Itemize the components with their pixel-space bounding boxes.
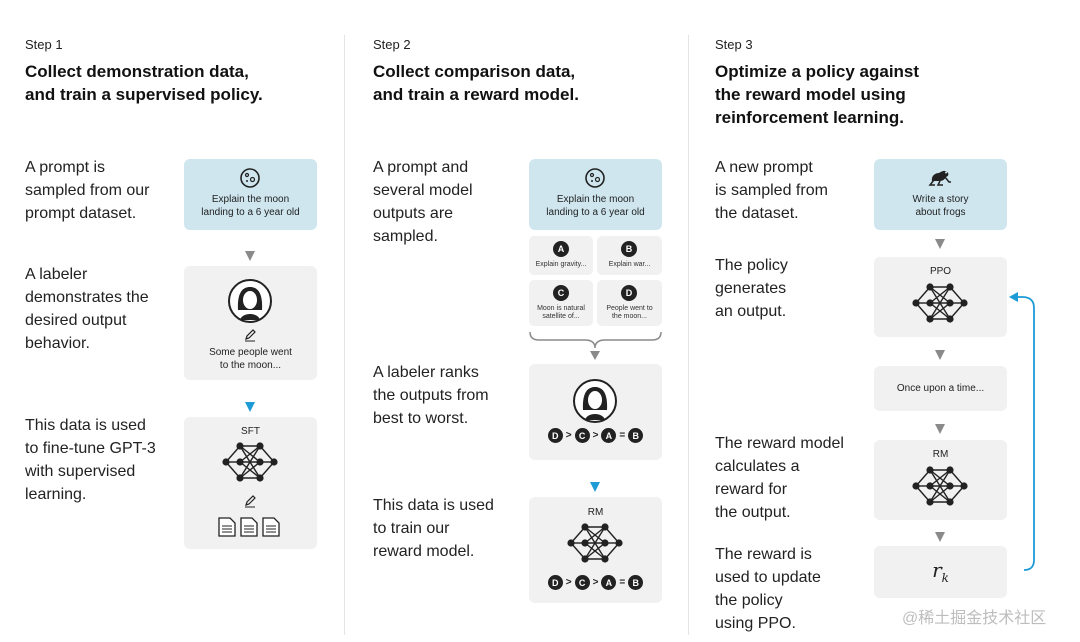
step3-prompt-text: Write a story about frogs [912, 194, 969, 218]
reward-r: r [932, 558, 942, 582]
output-card-d: D People went to the moon... [597, 280, 662, 326]
column-divider [344, 35, 345, 635]
step3-output-card: Once upon a time... [874, 366, 1007, 411]
ppo-label: PPO [929, 266, 952, 277]
ranking-row: D > C > A = B [529, 428, 662, 443]
output-b-text: Explain war... [608, 261, 651, 268]
rank-item-4: B [628, 428, 644, 443]
neural-network-icon [567, 523, 623, 563]
labeler-avatar-icon [228, 279, 272, 323]
output-c-badge: C [553, 285, 569, 301]
step1-demo-card: Some people went to the moon... [184, 266, 317, 380]
watermark: @稀土掘金技术社区 [902, 610, 1047, 627]
step3-desc-policy: The policy generates an output. [715, 257, 788, 320]
rm-label: RM [932, 449, 949, 460]
step1-desc-prompt: A prompt is sampled from our prompt data… [25, 159, 150, 222]
step2-desc-sample: A prompt and several model outputs are s… [373, 159, 473, 245]
output-d-badge: D [621, 285, 637, 301]
step2-ranking-card: D > C > A = B [529, 364, 662, 460]
step1-arrow-2 [245, 402, 255, 412]
step3-ppo-card: PPO [874, 257, 1007, 337]
output-a-badge: A [553, 241, 569, 257]
ranking-row: D > C > A = B [529, 575, 662, 590]
neural-network-icon [912, 283, 968, 323]
step2-desc-rank: A labeler ranks the outputs from best to… [373, 364, 489, 427]
output-a-text: Explain gravity... [535, 261, 587, 268]
step3-desc-update: The reward is used to update the policy … [715, 546, 821, 632]
step1-prompt-text: Explain the moon landing to a 6 year old [201, 194, 300, 218]
step3-desc-reward: The reward model calculates a reward for… [715, 435, 844, 521]
rank-op-3: = [619, 577, 626, 588]
step2-rm-card: RM D > C > A = B [529, 497, 662, 603]
rank-op-3: = [619, 430, 626, 441]
sft-label: SFT [241, 426, 260, 437]
step3-title: Optimize a policy against the reward mod… [715, 62, 920, 127]
step2-title: Collect comparison data, and train a rew… [373, 62, 579, 104]
rank-op-2: > [592, 577, 599, 588]
rank-item-2: C [574, 428, 590, 443]
step3-output-text: Once upon a time... [896, 383, 985, 394]
neural-network-icon [222, 442, 278, 482]
step2-label: Step 2 [373, 37, 411, 52]
output-d-text: People went to the moon... [606, 305, 653, 320]
step3-arrow-4 [935, 532, 945, 542]
outputs-bracket [529, 331, 662, 360]
output-b-badge: B [621, 241, 637, 257]
step2-arrow [590, 482, 600, 492]
step1-arrow-1 [245, 251, 255, 261]
step1-desc-finetune: This data is used to fine-tune GPT-3 wit… [25, 417, 156, 503]
feedback-loop-arrow [1009, 292, 1035, 571]
moon-icon [240, 168, 260, 188]
rank-item-4: B [628, 575, 644, 590]
output-card-a: A Explain gravity... [529, 236, 593, 275]
output-c-text: Moon is natural satellite of... [537, 305, 585, 320]
rank-op-2: > [592, 430, 599, 441]
rank-op-1: > [565, 430, 572, 441]
rank-item-3: A [601, 575, 617, 590]
step3-arrow-3 [935, 424, 945, 434]
step1-sft-card: SFT [184, 417, 317, 549]
document-icon [218, 517, 236, 537]
step3-rm-card: RM [874, 440, 1007, 520]
step3-reward-card: rk [874, 546, 1007, 598]
output-card-b: B Explain war... [597, 236, 662, 275]
pencil-icon [245, 495, 256, 508]
rm-label: RM [587, 507, 604, 518]
step1-demo-text: Some people went to the moon... [209, 347, 292, 371]
moon-icon [585, 168, 605, 188]
step3-desc-prompt: A new prompt is sampled from the dataset… [715, 159, 828, 222]
step2-desc-train: This data is used to train our reward mo… [373, 497, 494, 560]
rank-item-2: C [574, 575, 590, 590]
reward-symbol: rk [874, 558, 1007, 585]
labeler-avatar-icon [573, 379, 617, 423]
pencil-icon [245, 329, 256, 342]
column-divider [688, 35, 689, 635]
step3-prompt-card: Write a story about frogs [874, 159, 1007, 230]
frog-icon [928, 170, 951, 186]
documents-group [218, 517, 280, 537]
rank-item-1: D [547, 428, 563, 443]
reward-k: k [941, 571, 949, 585]
step3-label: Step 3 [715, 37, 753, 52]
document-icon [262, 517, 280, 537]
rank-item-3: A [601, 428, 617, 443]
step2-prompt-card: Explain the moon landing to a 6 year old [529, 159, 662, 230]
step2-prompt-text: Explain the moon landing to a 6 year old [546, 194, 645, 218]
neural-network-icon [912, 466, 968, 506]
step3-arrow-1 [935, 239, 945, 249]
document-icon [240, 517, 258, 537]
step1-label: Step 1 [25, 37, 63, 52]
step1-title: Collect demonstration data, and train a … [25, 62, 263, 104]
step3-arrow-2 [935, 350, 945, 360]
rank-item-1: D [547, 575, 563, 590]
step1-prompt-card: Explain the moon landing to a 6 year old [184, 159, 317, 230]
output-card-c: C Moon is natural satellite of... [529, 280, 593, 326]
step1-desc-labeler: A labeler demonstrates the desired outpu… [25, 266, 149, 352]
rank-op-1: > [565, 577, 572, 588]
